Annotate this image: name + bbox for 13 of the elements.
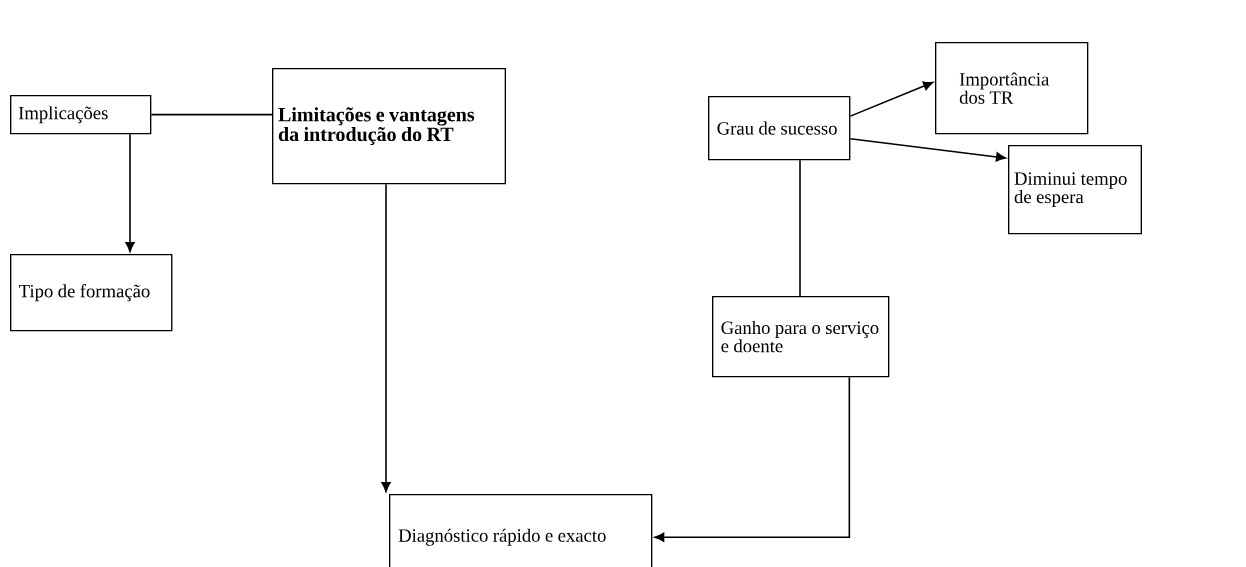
text-box: Diminui tempo de espera [1008,145,1142,235]
text-box: Ganho para o serviço e doente [712,296,890,378]
text-box: Importância dos TR [935,42,1089,135]
arrow [381,183,391,492]
arrow [654,376,851,542]
text-box: Tipo de formação [10,254,173,332]
text-box: Grau de sucesso [708,96,851,161]
arrow [849,81,934,117]
text-box: Implicações [10,95,152,135]
text-box: Limitações e vantagens da introdução do RT [272,68,506,185]
text-box: Diagnóstico rápido e exacto [389,494,653,567]
arrow [849,138,1006,162]
arrow [125,133,135,252]
